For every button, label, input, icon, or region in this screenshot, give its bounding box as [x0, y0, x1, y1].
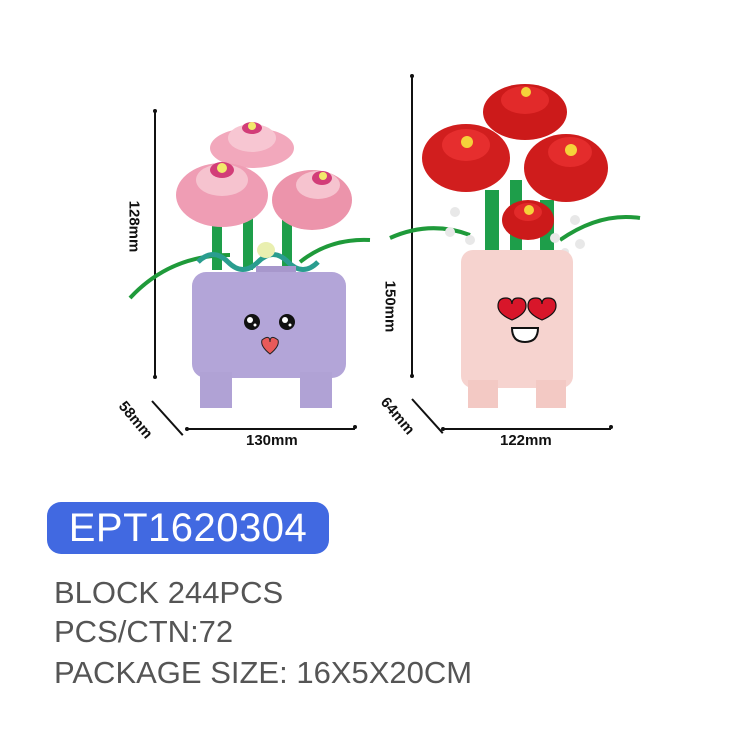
- height-line-1: [154, 111, 156, 377]
- width-label-1: 130mm: [246, 432, 298, 449]
- spec-pcs-per-carton: PCS/CTN:72: [54, 614, 234, 649]
- width-label-2: 122mm: [500, 432, 552, 449]
- model-number-badge: EPT1620304: [47, 502, 329, 554]
- dim-dot: [153, 375, 157, 379]
- dim-dot: [441, 427, 445, 431]
- spec-package-size: PACKAGE SIZE: 16X5X20CM: [54, 655, 473, 690]
- height-line-2: [411, 76, 413, 376]
- dim-dot: [185, 427, 189, 431]
- dim-dot: [410, 374, 414, 378]
- dim-dot: [410, 74, 414, 78]
- spec-block-count: BLOCK 244PCS: [54, 575, 284, 610]
- dim-dot: [353, 425, 357, 429]
- dim-dot: [153, 109, 157, 113]
- width-line-2: [443, 428, 611, 430]
- dim-dot: [609, 425, 613, 429]
- width-line-1: [187, 428, 355, 430]
